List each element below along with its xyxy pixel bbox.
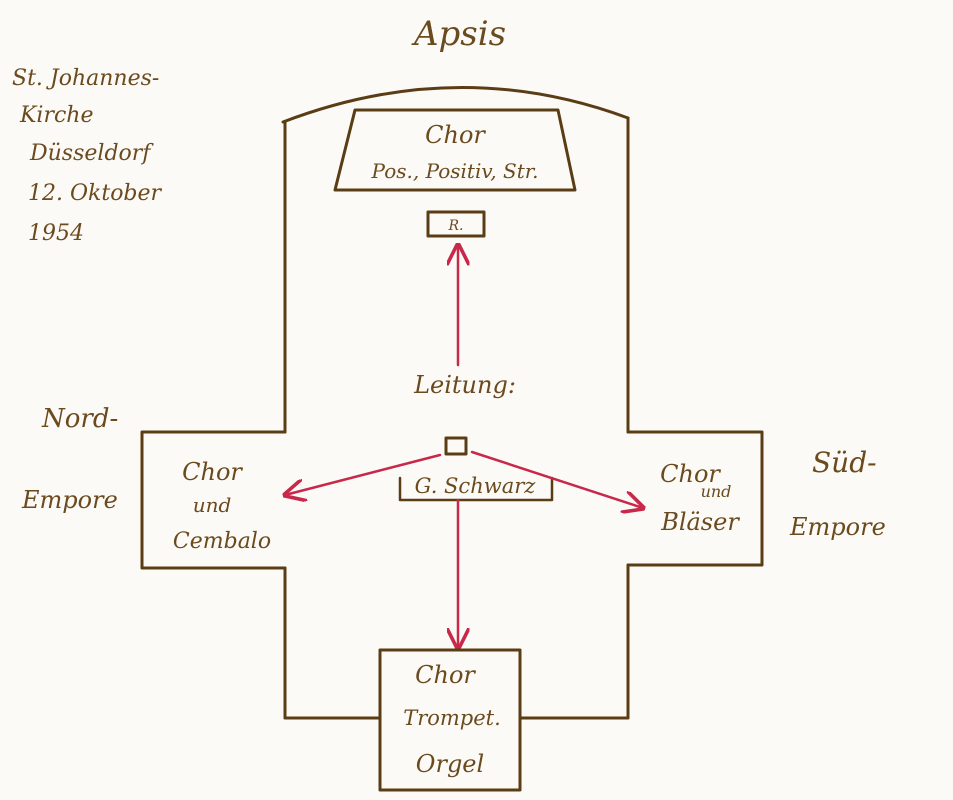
sued-choir: Chor bbox=[660, 460, 721, 488]
nord-instrument: Cembalo bbox=[173, 529, 271, 554]
apse-choir-box bbox=[333, 108, 577, 192]
apse-choir: Chor Pos., Positiv, Str. bbox=[333, 108, 577, 192]
caption-line: St. Johannes- bbox=[12, 66, 159, 91]
bottom-organ: Orgel bbox=[416, 750, 484, 778]
church-caption: St. Johannes- Kirche Düsseldorf 12. Okto… bbox=[12, 66, 163, 246]
apse-choir-instruments: Pos., Positiv, Str. bbox=[371, 159, 539, 183]
bottom-choir: Chor Trompet. Orgel bbox=[378, 648, 522, 792]
conductor-name: G. Schwarz bbox=[415, 474, 537, 498]
church-outline bbox=[140, 85, 764, 720]
sued-und: und bbox=[701, 482, 732, 501]
bottom-trumpet: Trompet. bbox=[403, 706, 501, 730]
bottom-choir-box bbox=[378, 648, 522, 792]
caption-line: 1954 bbox=[28, 221, 84, 246]
arrow-left bbox=[285, 453, 442, 495]
small-r-box: R. bbox=[426, 210, 486, 238]
leitung-label: Leitung: bbox=[413, 371, 516, 399]
sued-instrument: Bläser bbox=[660, 508, 740, 536]
caption-line: Kirche bbox=[19, 103, 94, 128]
caption-line: 12. Oktober bbox=[28, 181, 163, 206]
small-r-label: R. bbox=[448, 218, 464, 234]
apse-choir-label: Chor bbox=[425, 121, 486, 149]
leitung-group: Leitung: G. Schwarz bbox=[398, 371, 554, 502]
bottom-choir-label: Chor bbox=[415, 661, 476, 689]
nord-label: Nord- bbox=[41, 404, 118, 434]
apsis-title: Apsis bbox=[411, 14, 506, 54]
direction-arrows bbox=[285, 245, 643, 648]
sued-empore: Süd- Empore Chor und Bläser bbox=[660, 446, 886, 541]
sued-label: Süd- bbox=[812, 446, 877, 479]
conductor-name-box bbox=[398, 476, 554, 502]
arrow-right bbox=[470, 450, 643, 508]
apse-arch bbox=[281, 85, 630, 124]
nord-empore: Nord- Empore Chor und Cembalo bbox=[21, 404, 271, 554]
nord-choir: Chor bbox=[182, 458, 243, 486]
nord-und: und bbox=[193, 493, 232, 517]
caption-line: Düsseldorf bbox=[29, 141, 154, 166]
sued-empore-label: Empore bbox=[789, 513, 886, 541]
conductor-stand-icon bbox=[444, 436, 468, 456]
nord-empore-label: Empore bbox=[21, 486, 118, 514]
